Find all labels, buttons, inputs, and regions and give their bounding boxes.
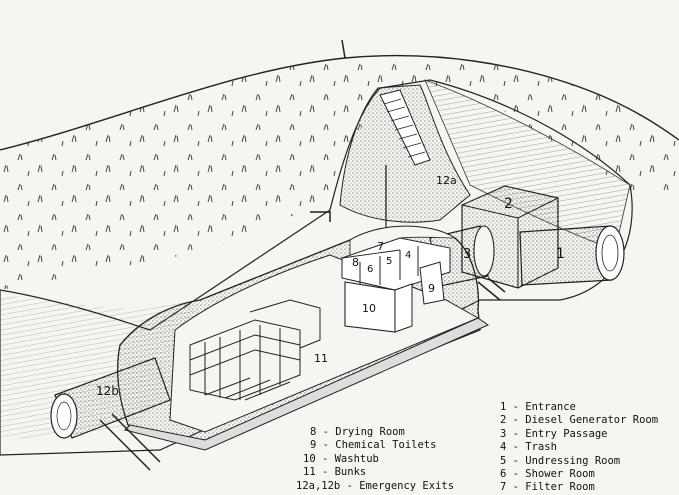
callout-10: 10	[362, 302, 376, 315]
callout-4: 4	[405, 250, 411, 261]
callout-11: 11	[314, 352, 328, 365]
legend-rooms-8-12: 8 - Drying Room 9 - Chemical Toilets 10 …	[296, 426, 454, 493]
legend-item-6: 6 - Shower Room	[500, 468, 595, 481]
callout-12b: 12b	[96, 384, 119, 398]
room-partitions	[341, 237, 451, 333]
callout-8: 8	[352, 256, 359, 269]
legend-item-4: 4 - Trash	[500, 441, 557, 454]
legend-item-12: 12a,12b - Emergency Exits	[296, 479, 455, 492]
legend-item-10: 10 - Washtub	[303, 452, 379, 465]
shelter-rear-opening	[349, 225, 457, 259]
toilet-stall-9	[419, 261, 445, 305]
callout-2: 2	[504, 196, 513, 212]
surface-marker	[341, 39, 346, 59]
entrance-tunnel	[519, 225, 625, 286]
legend-item-5: 5 - Undressing Room	[500, 454, 621, 467]
support-skids	[99, 211, 506, 471]
bunk-frames	[189, 299, 321, 401]
legend-item-11: 11 - Bunks	[303, 466, 367, 479]
legend-item-9: 9 - Chemical Toilets	[310, 439, 437, 452]
callout-12a: 12a	[436, 174, 457, 187]
legend-item-8: 8 - Drying Room	[310, 426, 405, 438]
legend-item-2: 2 - Diesel Generator Room	[500, 414, 659, 427]
legend-item-7: 7 - Filter Room	[500, 481, 595, 494]
legend-item-1: 1 - Entrance	[500, 401, 576, 413]
base-slab	[124, 317, 490, 451]
exit-shaft-12a	[339, 84, 471, 223]
callout-7: 7	[377, 240, 384, 253]
callout-3: 3	[463, 247, 471, 262]
callout-1: 1	[556, 246, 565, 262]
legend-item-3: 3 - Entry Passage	[500, 427, 608, 440]
callout-9: 9	[428, 282, 435, 295]
callout-6: 6	[367, 264, 373, 275]
callout-5: 5	[386, 256, 392, 267]
legend-rooms-1-7: 1 - Entrance 2 - Diesel Generator Room 3…	[500, 401, 658, 495]
stair-treads	[383, 98, 426, 158]
exit-tube-12b	[50, 357, 171, 439]
